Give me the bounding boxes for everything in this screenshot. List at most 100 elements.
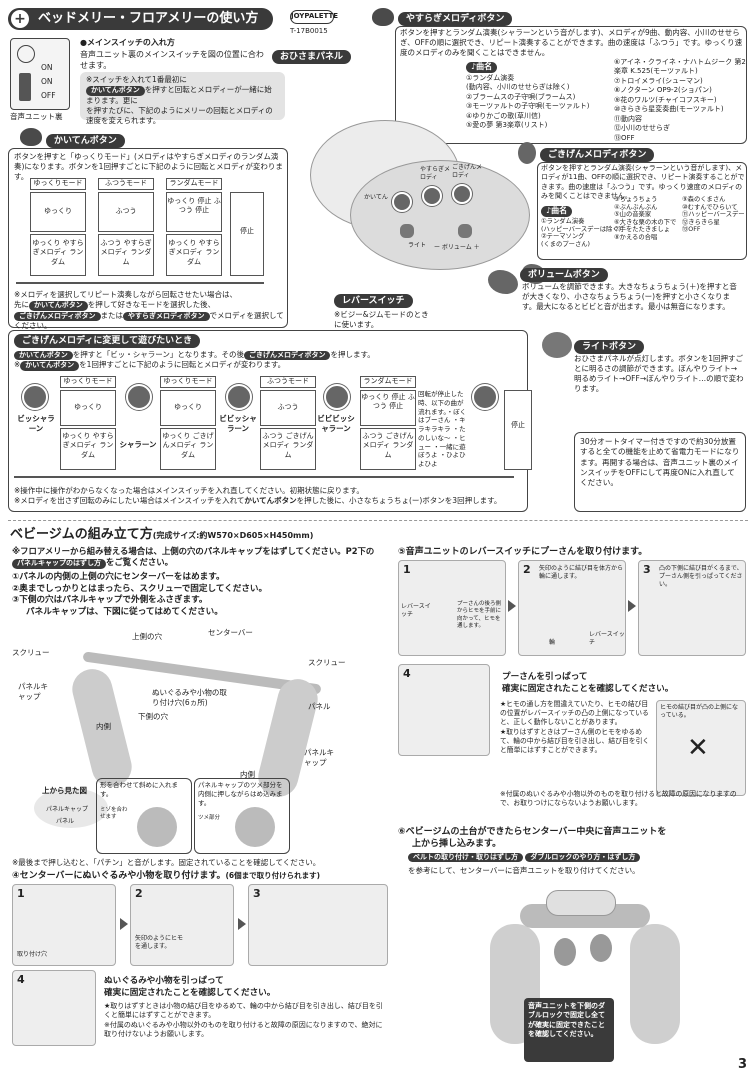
plush-toy (554, 938, 576, 966)
kaiten-desc: ボタンを押すと「ゆっくりモード」(メロディはやすらぎメロディのランダム演奏)にな… (14, 152, 283, 182)
assembly-step-sub2: に従ってはめてください。 (120, 606, 223, 617)
kaiten-button-icon[interactable] (472, 384, 498, 410)
lever-desc: ※ビジー&ジムモードのときに使います。 (334, 310, 429, 330)
step5-sub-1: プーさんを引っぱって (502, 672, 588, 682)
step4-panel-4: 4 (12, 970, 96, 1046)
panel-label: ライト (408, 242, 427, 249)
step4-caption-2: 矢印のようにヒモを通します。 (135, 935, 184, 951)
gokigen-button-icon[interactable] (126, 384, 152, 410)
kaiten-box (8, 148, 288, 328)
step5-panel-3: 3 凸の下側に結び目がくるまで、プーさん側を引っぱってください。 (638, 560, 746, 656)
assembly-intro: ※フロアメリーから組み替える場合は、上側の穴のパネルキャップをはずしてください。… (12, 546, 392, 569)
top-view-illustration (34, 788, 108, 828)
switch-label-on2: ON (41, 77, 53, 86)
kaiten-note-1: ※メロディを選択してリピート演奏しながら回転させたい場合は、 (14, 290, 238, 299)
step4-note-2: ※付属のぬいぐるみや小物以外のものを取り付けると故障の原因になりますので、絶対に… (104, 1020, 383, 1039)
label-panel-cap: パネルキャップ (304, 748, 334, 768)
gokigen-note-2b: を押した後に、小さなちょうちょ(ー)ボタンを3回押します。 (296, 496, 502, 506)
song-item: ④ゆりかごの歌(草川信) (466, 111, 541, 120)
yasuragi-box (395, 26, 747, 144)
kaiten-button-icon[interactable] (22, 384, 48, 410)
step4-panel-2: 2 矢印のようにヒモを通します。 (130, 884, 234, 966)
panel-label: ごきげんメロディ (452, 164, 483, 180)
step6-desc: を参考にして、センターバーに音声ユニットを取り付けてください。 (408, 866, 640, 875)
song-list-heading: ♪曲名 (541, 206, 573, 217)
song-item: ⑨森のくまさん (682, 196, 726, 203)
yasuragi-button-icon[interactable] (422, 186, 442, 206)
step4-caption-1: 取り付け穴 (17, 951, 48, 958)
gokigen-note-2: ※メロディを出さず回転のみにしたい場合はメインスイッチを入れて (14, 496, 245, 506)
cap-step-2-small: ツメ部分 (198, 815, 221, 821)
assembly-size: (完成サイズ:約W570×D605×H450mm) (152, 531, 314, 540)
kaiten-button-icon[interactable] (324, 384, 350, 410)
volume-minus-icon[interactable] (458, 224, 472, 238)
label-center-bar: センターバー (208, 628, 253, 637)
gokigen-songs-left: ①ランダム演奏 (ハッピーバースデーは除く) ②テーマソング (くまのプーさん) (541, 218, 651, 248)
kaiten-button-icon[interactable] (392, 192, 412, 212)
yasuragi-song-list-right: ⑥アイネ・クライネ・ナハトムジーク 第2楽章 K.525(モーツァルト) ⑦トロ… (614, 58, 746, 143)
kaiten-button-tag: かいてんボタン (29, 301, 88, 311)
cap-step-2: パネルキャップのツメ部分を内側に押しながらはめ込みます。 ツメ部分 (194, 778, 290, 854)
sound-label: シャラーン (119, 440, 157, 449)
step-number: 2 (135, 887, 143, 900)
assembly-title-text: ベビージムの組み立て方 (10, 527, 153, 542)
melody-cell: ふつう ごきげんメロディ ランダム (260, 428, 316, 470)
balloon-icon (518, 142, 536, 164)
label-panel: パネル (56, 818, 75, 825)
kaiten-button-tag: かいてんボタン (20, 361, 80, 371)
step-number: 4 (17, 973, 25, 986)
gym-panel-right (630, 924, 680, 1044)
kaiten-button-text: かいてんボタン (244, 496, 297, 506)
gokigen-line-1b: を押します。 (330, 350, 375, 359)
song-item: ⑫きらきら星 (682, 218, 720, 226)
main-switch-illustration: ON ON OFF (10, 38, 70, 110)
switch-caption: 音声ユニット裏 (10, 112, 63, 121)
main-switch-slider[interactable] (19, 73, 31, 101)
assembly-illustration: センターバー 上側の穴 スクリュー スクリュー パネル パネルキャップ パネルキ… (12, 628, 390, 858)
intro-text: ※フロアメリーから組み替える場合は、上側の穴のパネルキャップをはずしてください。… (12, 546, 375, 556)
label-top-view: 上から見た図 (42, 786, 87, 795)
step5-note-1: ★ヒモの通し方を間違えていたり、ヒモの結び目の位置がレバースイッチの凸の上側にな… (500, 700, 649, 727)
kaiten-note-4: または (100, 310, 124, 320)
label-inner: 内側 (240, 770, 255, 779)
gokigen-line-2: ※ (14, 360, 21, 370)
main-switch-note: ※スイッチを入れて1番最初に かいてんボタンを押すと回転とメロディーが一緒に始ま… (80, 72, 285, 125)
step4-notes: ★取りはずすときは小物の結び目をゆるめて、輪の中から結び目を引き出し、結び目を引… (104, 1002, 388, 1040)
step5-notes: ★ヒモの通し方を間違えていたり、ヒモの結び目の位置がレバースイッチの凸の上側にな… (500, 700, 652, 755)
step5-sub-2: 確実に固定されたことを確認してください。 (502, 683, 674, 694)
assembly-step: ③下側の穴はパネルキャップで外側をふさぎます。 (12, 595, 208, 606)
step-number: 4 (403, 667, 411, 680)
melody-cell: ゆっくり やすらぎメロディ ランダム (166, 234, 222, 276)
melody-cell: ふつう やすらぎメロディ ランダム (98, 234, 154, 276)
gokigen-change-desc: かいてんボタンを押すと「ビッ・シャラーン」となります。その後ごきげんメロディボタ… (14, 350, 524, 371)
flow-return-line (14, 476, 514, 478)
rotation-cell: ゆっくり 停止 ふつう 停止 (166, 192, 222, 232)
song-item: (くまのプーさん) (541, 240, 590, 248)
step5-note-2: ★取りはずすときはプーさん側のヒモをゆるめて、輪の中から結び目を引き出し、結び目… (500, 727, 650, 754)
arrow-right-icon (508, 600, 516, 612)
cap-step-2-text: パネルキャップのツメ部分を内側に押しながらはめ込みます。 (198, 781, 283, 807)
song-item: ⑥大きな栗の木の下で (614, 218, 677, 226)
gokigen-button-icon[interactable] (452, 184, 472, 204)
step5-caption: 矢印のように結び目を体方から輪に通します。 (539, 565, 624, 581)
kaiten-button-icon[interactable] (226, 384, 252, 410)
bird-icon (372, 8, 394, 26)
gokigen-desc: ボタンを押すとランダム演奏(シャラーンという音がします)、メロディが11曲、OF… (541, 164, 745, 201)
rotation-cell: ふつう (260, 390, 316, 426)
rotation-cell: ゆっくり (30, 192, 86, 232)
rotation-cell: ゆっくり (160, 390, 216, 426)
note-line-3: を押すたびに、下記のようにメリーの回転とメロディの速度を変えられます。 (86, 105, 273, 125)
ng-caption: ヒモの結び目が凸の上側になっている。 (660, 704, 739, 720)
song-item: ②ブラームスの子守唄(ブラームス) (466, 92, 576, 101)
step4-title-text: ④センターバーにぬいぐるみや小物を取り付けます。 (12, 871, 226, 881)
sound-unit (546, 890, 616, 916)
step5-label: レバースイッチ (401, 603, 431, 619)
step5-row: 1 レバースイッチ プーさんの後ろ側からヒモを手前に向かって、ヒモを通します。 … (398, 560, 748, 660)
light-button-icon[interactable] (400, 224, 414, 238)
gokigen-box (537, 162, 747, 260)
stop-cell: 停止 (504, 390, 532, 470)
mode-header: ふつうモード (260, 376, 316, 388)
volume-desc: ボリュームを調節できます。大きなちょうちょう(＋)を押すと音が大きくなり、小さな… (522, 282, 737, 312)
cloud-body (350, 160, 530, 270)
yasuragi-desc: ボタンを押すとランダム演奏(シャラーンという音がします)、メロディが9曲、動内容… (400, 28, 743, 58)
